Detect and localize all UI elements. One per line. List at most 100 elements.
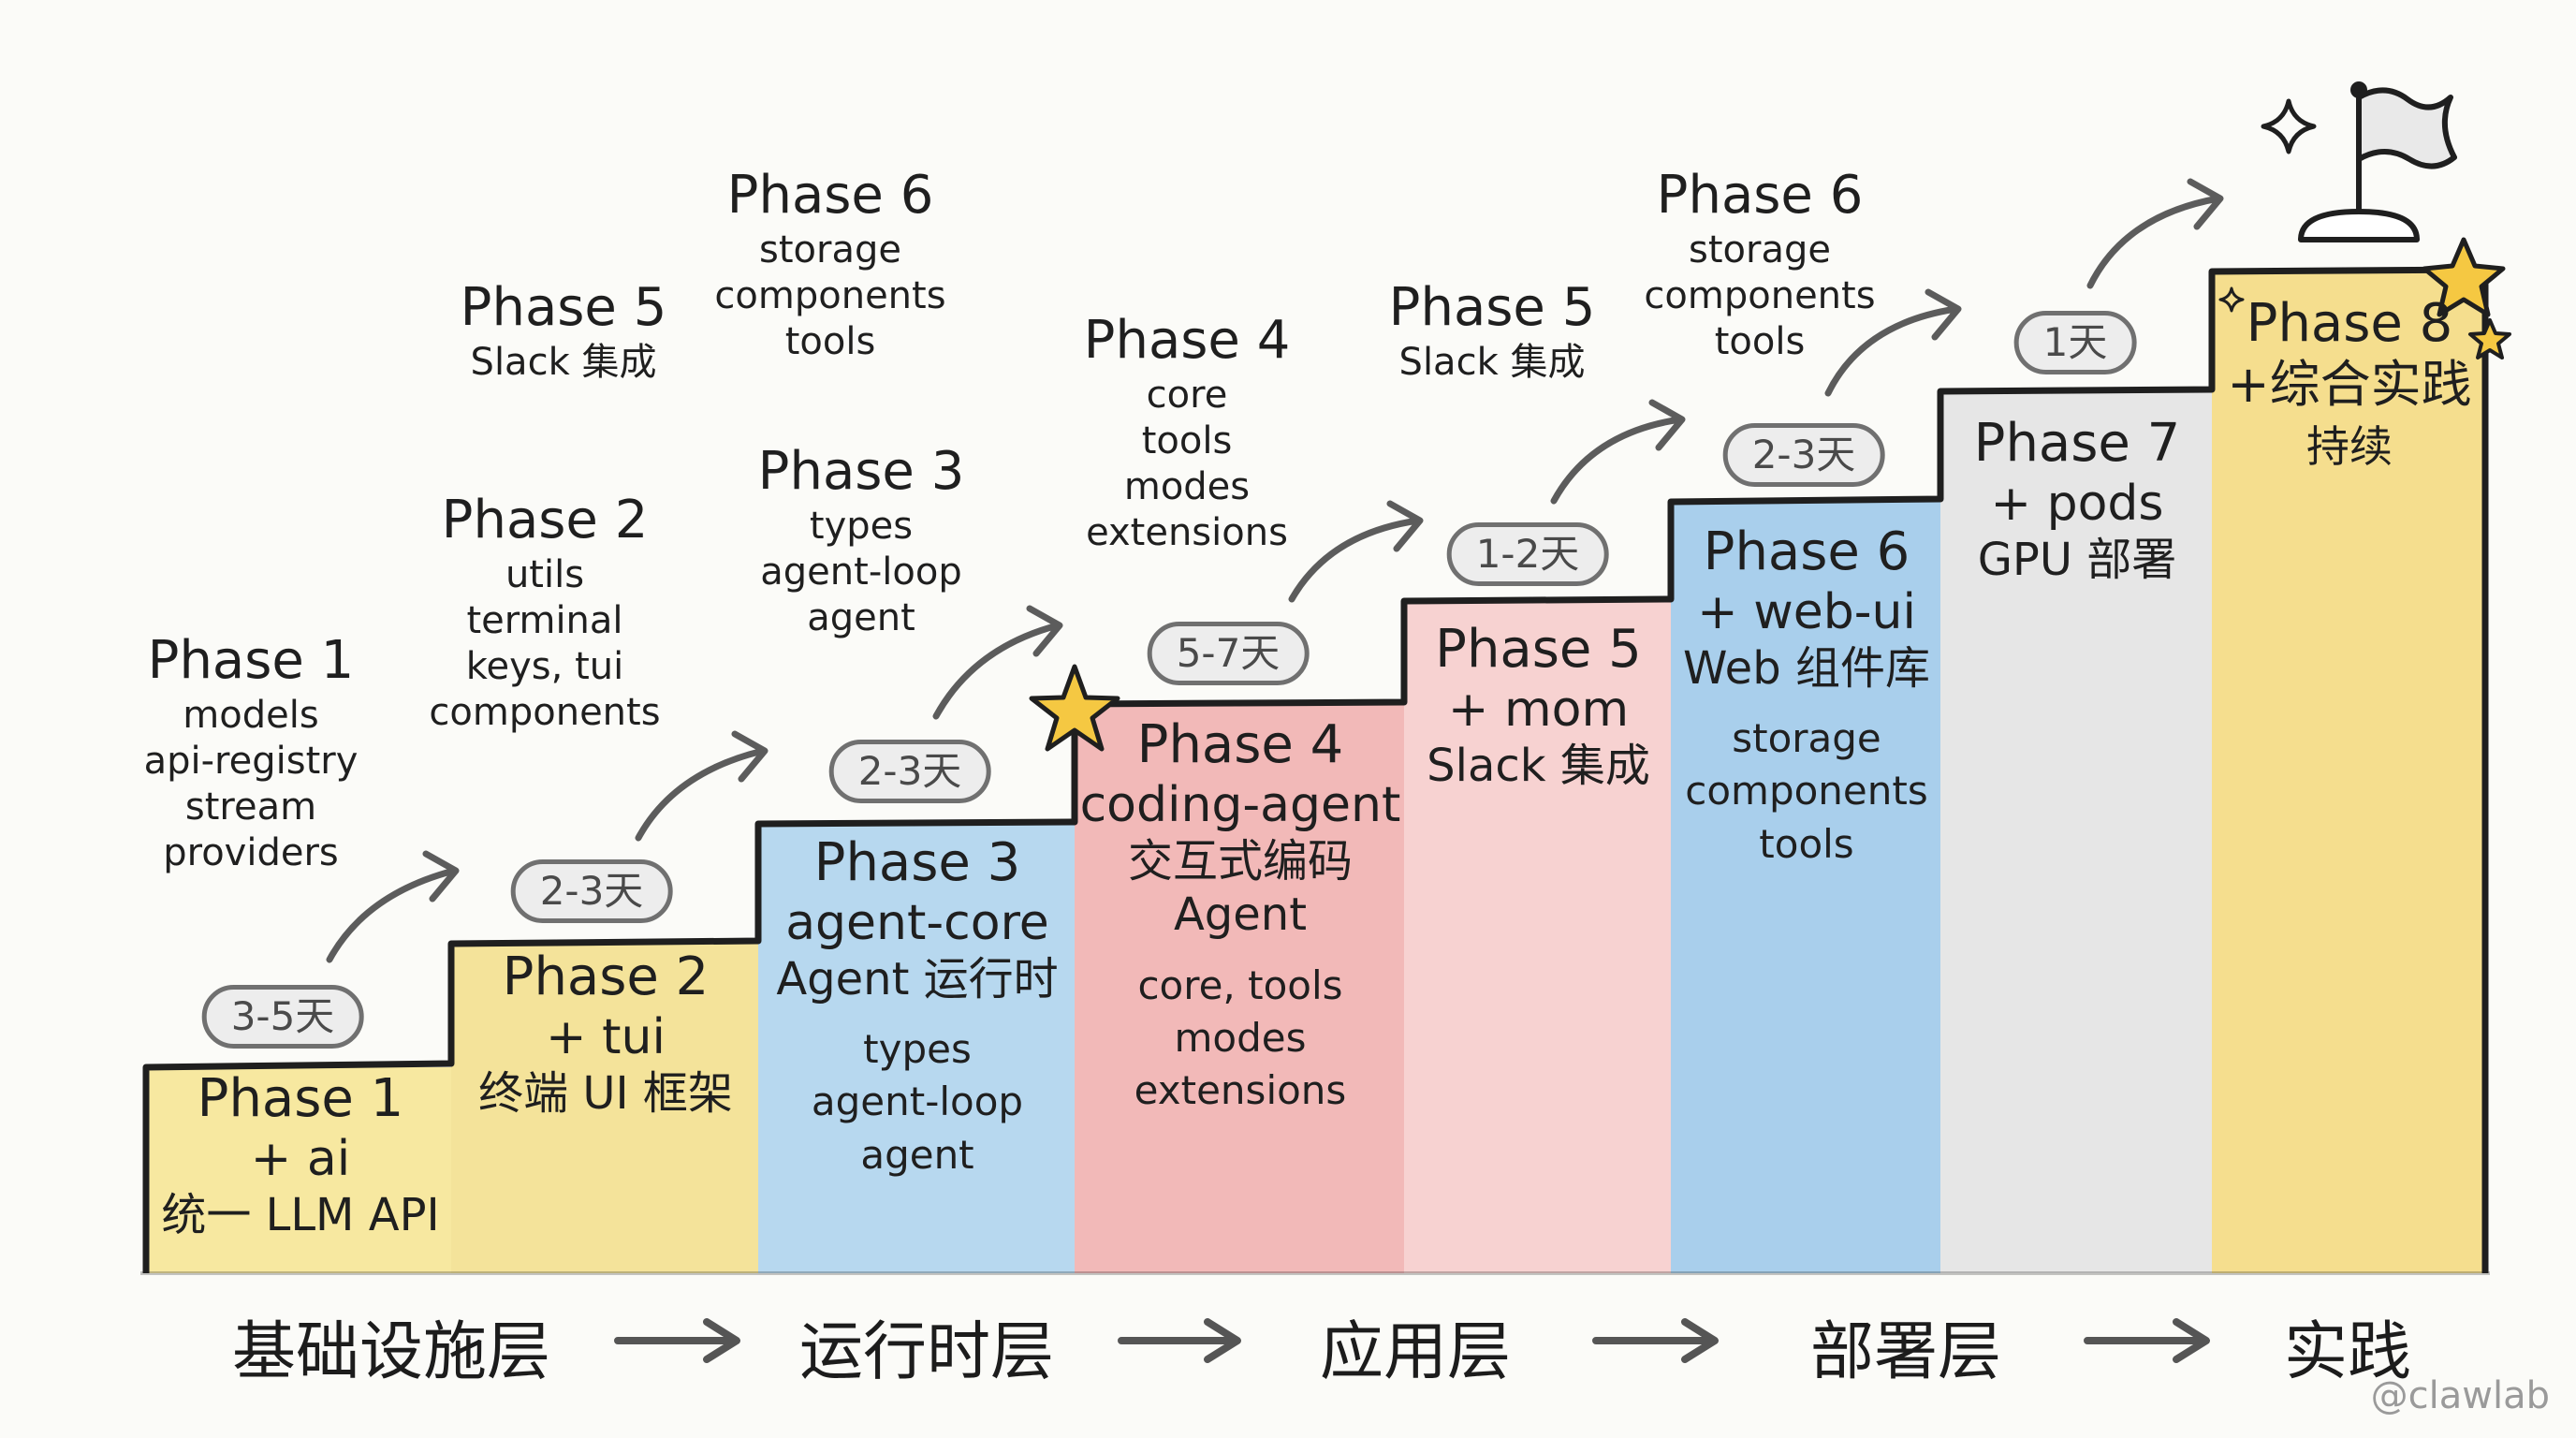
- annotation-title: Phase 3: [757, 441, 965, 502]
- annotation-line: components: [714, 274, 946, 318]
- progress-arrow-4: [1288, 500, 1424, 603]
- annotation-phase-4: Phase 4 core tools modes extensions: [1084, 309, 1291, 556]
- step-line: + mom: [1447, 682, 1630, 739]
- step-phase-4: Phase 4 coding-agent 交互式编码 Agent core, t…: [1076, 713, 1404, 1118]
- step-details: types agent-loop agent: [760, 1023, 1075, 1181]
- step-line: + web-ui: [1697, 584, 1916, 641]
- annotation-line: stream: [184, 785, 317, 829]
- duration-badge: 1天: [2013, 311, 2137, 375]
- layer-arrow-4: [2084, 1318, 2210, 1363]
- step-line: GPU 部署: [1977, 533, 2177, 586]
- step-column-1: [146, 1067, 451, 1273]
- annotation-line: components: [429, 690, 661, 734]
- step-phase-3: Phase 3 agent-core Agent 运行时 types agent…: [760, 831, 1075, 1181]
- layer-label-deployment: 部署层: [1809, 1315, 2002, 1389]
- step-line: 统一 LLM API: [161, 1188, 440, 1241]
- step-column-6: [1671, 502, 1940, 1273]
- progress-arrow-1: [326, 850, 460, 963]
- step-phase-6: Phase 6 + web-ui Web 组件库 storage compone…: [1673, 521, 1940, 871]
- step-title: Phase 5: [1435, 619, 1642, 680]
- step-detail: extensions: [1134, 1067, 1347, 1114]
- step-title: Phase 3: [813, 832, 1021, 893]
- step-detail: components: [1685, 768, 1928, 814]
- step-detail: core, tools: [1137, 961, 1343, 1008]
- watermark: @clawlab: [2370, 1374, 2550, 1417]
- annotation-line: utils: [505, 553, 585, 597]
- star-icon: [1029, 664, 1120, 752]
- step-phase-8: Phase 8 +综合实践 持续: [2214, 292, 2485, 473]
- layer-label-infrastructure: 基础设施层: [231, 1315, 551, 1389]
- sparkle-icon: [2218, 286, 2245, 313]
- annotation-line: extensions: [1086, 510, 1288, 554]
- progress-arrow-2: [635, 730, 768, 842]
- annotation-phase-2: Phase 2 utils terminal keys, tui compone…: [429, 489, 660, 736]
- progress-arrow-6: [1824, 288, 1962, 397]
- step-detail: modes: [1174, 1015, 1307, 1062]
- annotation-phase-6: Phase 6 storage components tools: [714, 164, 945, 365]
- step-title: Phase 7: [1973, 413, 2181, 474]
- annotation-line: components: [1644, 274, 1876, 318]
- step-title: Phase 6: [1703, 521, 1910, 582]
- progress-arrow-3: [932, 605, 1063, 720]
- step-line: Web 组件库: [1683, 641, 1930, 695]
- step-detail: agent-loop: [811, 1078, 1024, 1125]
- duration-badge: 1-2天: [1446, 522, 1609, 587]
- layer-arrow-1: [614, 1318, 740, 1363]
- step-phase-5: Phase 5 + mom Slack 集成: [1406, 618, 1671, 793]
- annotation-phase-3: Phase 3 types agent-loop agent: [758, 440, 965, 641]
- layer-label-runtime: 运行时层: [798, 1315, 1055, 1389]
- annotation-title: Phase 5: [460, 277, 667, 338]
- annotation-line: keys, tui: [465, 644, 624, 688]
- annotation-line: agent-loop: [760, 550, 962, 594]
- annotation-phase-5: Phase 5 Slack 集成: [1389, 276, 1596, 386]
- step-column-2: [451, 944, 758, 1273]
- annotation-title: Phase 6: [726, 165, 934, 226]
- step-column-7: [1940, 391, 2212, 1273]
- step-line: 持续: [2306, 420, 2393, 472]
- annotation-phase-5: Phase 5 Slack 集成: [461, 276, 667, 386]
- step-line: + tui: [546, 1009, 666, 1066]
- step-line: Agent 运行时: [776, 952, 1059, 1005]
- step-title: Phase 8: [2246, 293, 2453, 354]
- annotation-line: storage: [759, 228, 901, 272]
- annotation-title: Phase 6: [1656, 165, 1864, 226]
- step-column-4: [1075, 704, 1404, 1273]
- step-title: Phase 2: [502, 946, 710, 1007]
- annotation-title: Phase 2: [441, 490, 649, 550]
- step-phase-7: Phase 7 + pods GPU 部署: [1942, 412, 2212, 587]
- annotation-title: Phase 4: [1083, 310, 1291, 371]
- sparkle-icon: [2261, 98, 2317, 154]
- progress-arrow-7: [2086, 178, 2224, 289]
- step-title: Phase 4: [1136, 714, 1344, 775]
- annotation-line: storage: [1689, 228, 1831, 272]
- staircase-outline: [142, 266, 2489, 1273]
- annotation-line: Slack 集成: [470, 341, 657, 385]
- step-line: 交互式编码: [1127, 834, 1353, 888]
- star-icon: [2422, 237, 2506, 317]
- step-detail: tools: [1759, 820, 1854, 867]
- step-line: 终端 UI 框架: [478, 1066, 733, 1120]
- annotation-line: Slack 集成: [1398, 341, 1586, 385]
- step-column-3: [758, 824, 1075, 1273]
- step-line: Slack 集成: [1427, 739, 1650, 792]
- step-phase-1: Phase 1 + ai 统一 LLM API: [150, 1067, 451, 1242]
- step-detail: types: [863, 1026, 972, 1073]
- duration-badge: 2-3天: [1722, 423, 1885, 488]
- flag-icon: [2298, 81, 2457, 242]
- annotation-phase-6: Phase 6 storage components tools: [1644, 164, 1875, 365]
- annotation-line: tools: [1714, 319, 1806, 363]
- layer-label-application: 应用层: [1319, 1315, 1512, 1389]
- step-column-8: [2212, 271, 2485, 1273]
- step-line: Agent: [1173, 888, 1308, 942]
- step-phase-2: Phase 2 + tui 终端 UI 框架: [453, 946, 758, 1121]
- layer-arrow-2: [1118, 1318, 1241, 1363]
- annotation-phase-1: Phase 1 models api-registry stream provi…: [144, 629, 359, 876]
- annotation-line: agent: [807, 595, 915, 639]
- annotation-line: tools: [784, 319, 876, 363]
- step-line: +综合实践: [2227, 355, 2472, 415]
- step-details: core, tools modes extensions: [1076, 960, 1404, 1118]
- step-line: agent-core: [785, 895, 1049, 952]
- step-details: storage components tools: [1673, 712, 1940, 871]
